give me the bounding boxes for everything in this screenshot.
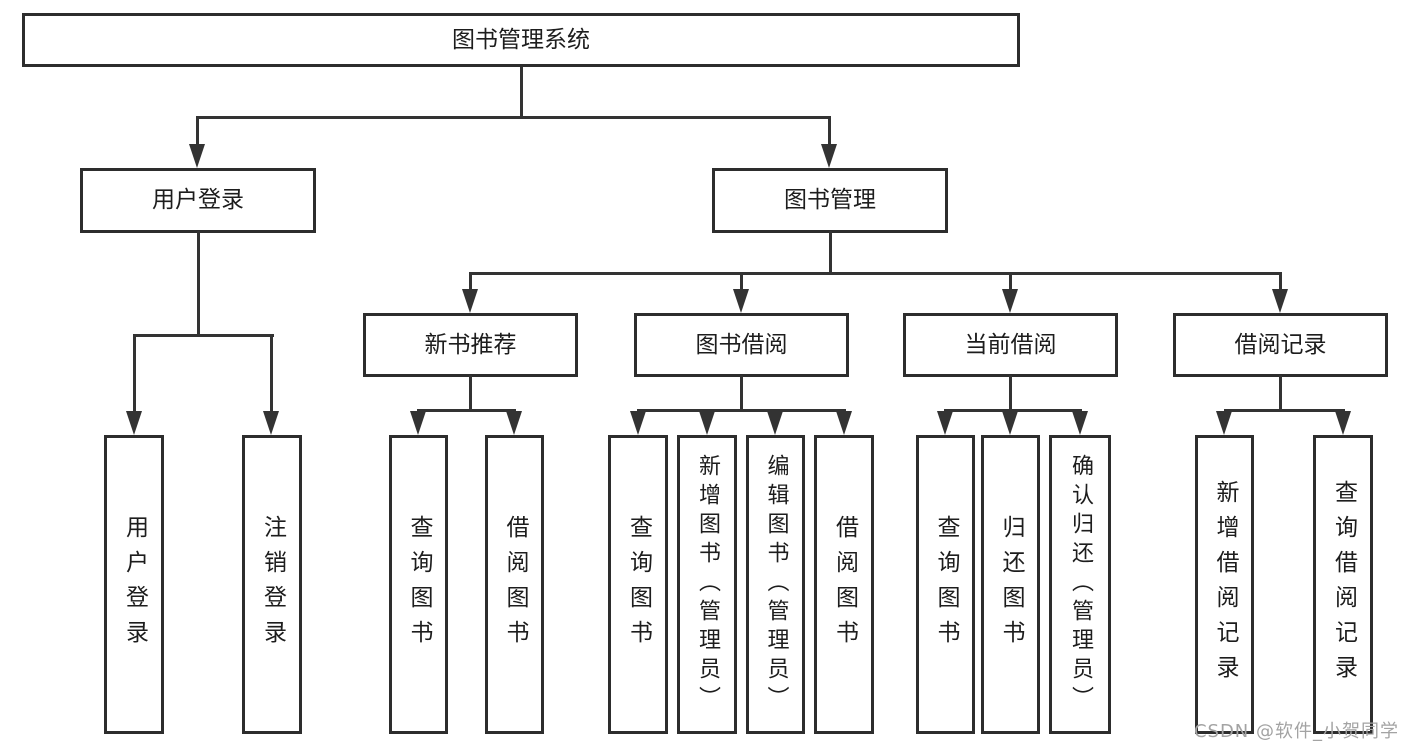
leaf-add-borrow-record: 新增借阅记录 [1195,435,1254,734]
leaf-borrow-books-recommend: 借阅图书 [485,435,544,734]
node-root-library-system: 图书管理系统 [22,13,1020,67]
connector-line [828,116,831,152]
arrowhead-down-icon [1216,411,1232,435]
arrowhead-down-icon [1335,411,1351,435]
connector-line [196,116,831,119]
leaf-query-books-borrowing: 查询图书 [608,435,668,734]
leaf-confirm-return-admin: 确认归还（管理员） [1049,435,1111,734]
leaf-edit-books-admin: 编辑图书（管理员） [746,435,805,734]
arrowhead-down-icon [1002,289,1018,313]
connector-line [1279,272,1282,292]
arrowhead-down-icon [630,411,646,435]
connector-line [1009,272,1012,292]
arrowhead-down-icon [733,289,749,313]
leaf-borrow-books-borrowing: 借阅图书 [814,435,874,734]
connector-line [1224,409,1345,412]
leaf-user-login: 用户登录 [104,435,164,734]
connector-line [944,409,1082,412]
leaf-query-books-recommend: 查询图书 [389,435,448,734]
csdn-watermark: CSDN @软件_小贺同学 [1193,721,1399,742]
connector-line [1279,375,1282,412]
connector-line [197,231,200,337]
connector-line [196,116,199,152]
arrowhead-down-icon [1272,289,1288,313]
node-book-borrowing: 图书借阅 [634,313,849,377]
node-new-book-recommend: 新书推荐 [363,313,578,377]
connector-line [133,334,136,418]
connector-line [417,409,516,412]
leaf-query-books-current: 查询图书 [916,435,975,734]
arrowhead-down-icon [821,144,837,168]
node-book-management-branch: 图书管理 [712,168,948,233]
leaf-logout: 注销登录 [242,435,302,734]
arrowhead-down-icon [767,411,783,435]
leaf-query-borrow-record: 查询借阅记录 [1313,435,1373,734]
arrowhead-down-icon [699,411,715,435]
arrowhead-down-icon [126,411,142,435]
leaf-add-books-admin: 新增图书（管理员） [677,435,737,734]
connector-line [740,375,743,412]
connector-line [469,272,472,292]
connector-line [469,272,1282,275]
arrowhead-down-icon [836,411,852,435]
leaf-return-books: 归还图书 [981,435,1040,734]
connector-line [829,231,832,274]
connector-line [270,334,273,418]
arrowhead-down-icon [1072,411,1088,435]
arrowhead-down-icon [937,411,953,435]
connector-line [520,67,523,118]
arrowhead-down-icon [462,289,478,313]
connector-line [469,375,472,412]
arrowhead-down-icon [1002,411,1018,435]
node-borrowing-records: 借阅记录 [1173,313,1388,377]
arrowhead-down-icon [189,144,205,168]
node-current-borrowing: 当前借阅 [903,313,1118,377]
connector-line [133,334,274,337]
connector-line [740,272,743,292]
arrowhead-down-icon [506,411,522,435]
arrowhead-down-icon [263,411,279,435]
connector-line [1009,375,1012,412]
node-user-login-branch: 用户登录 [80,168,316,233]
connector-line [637,409,846,412]
arrowhead-down-icon [410,411,426,435]
